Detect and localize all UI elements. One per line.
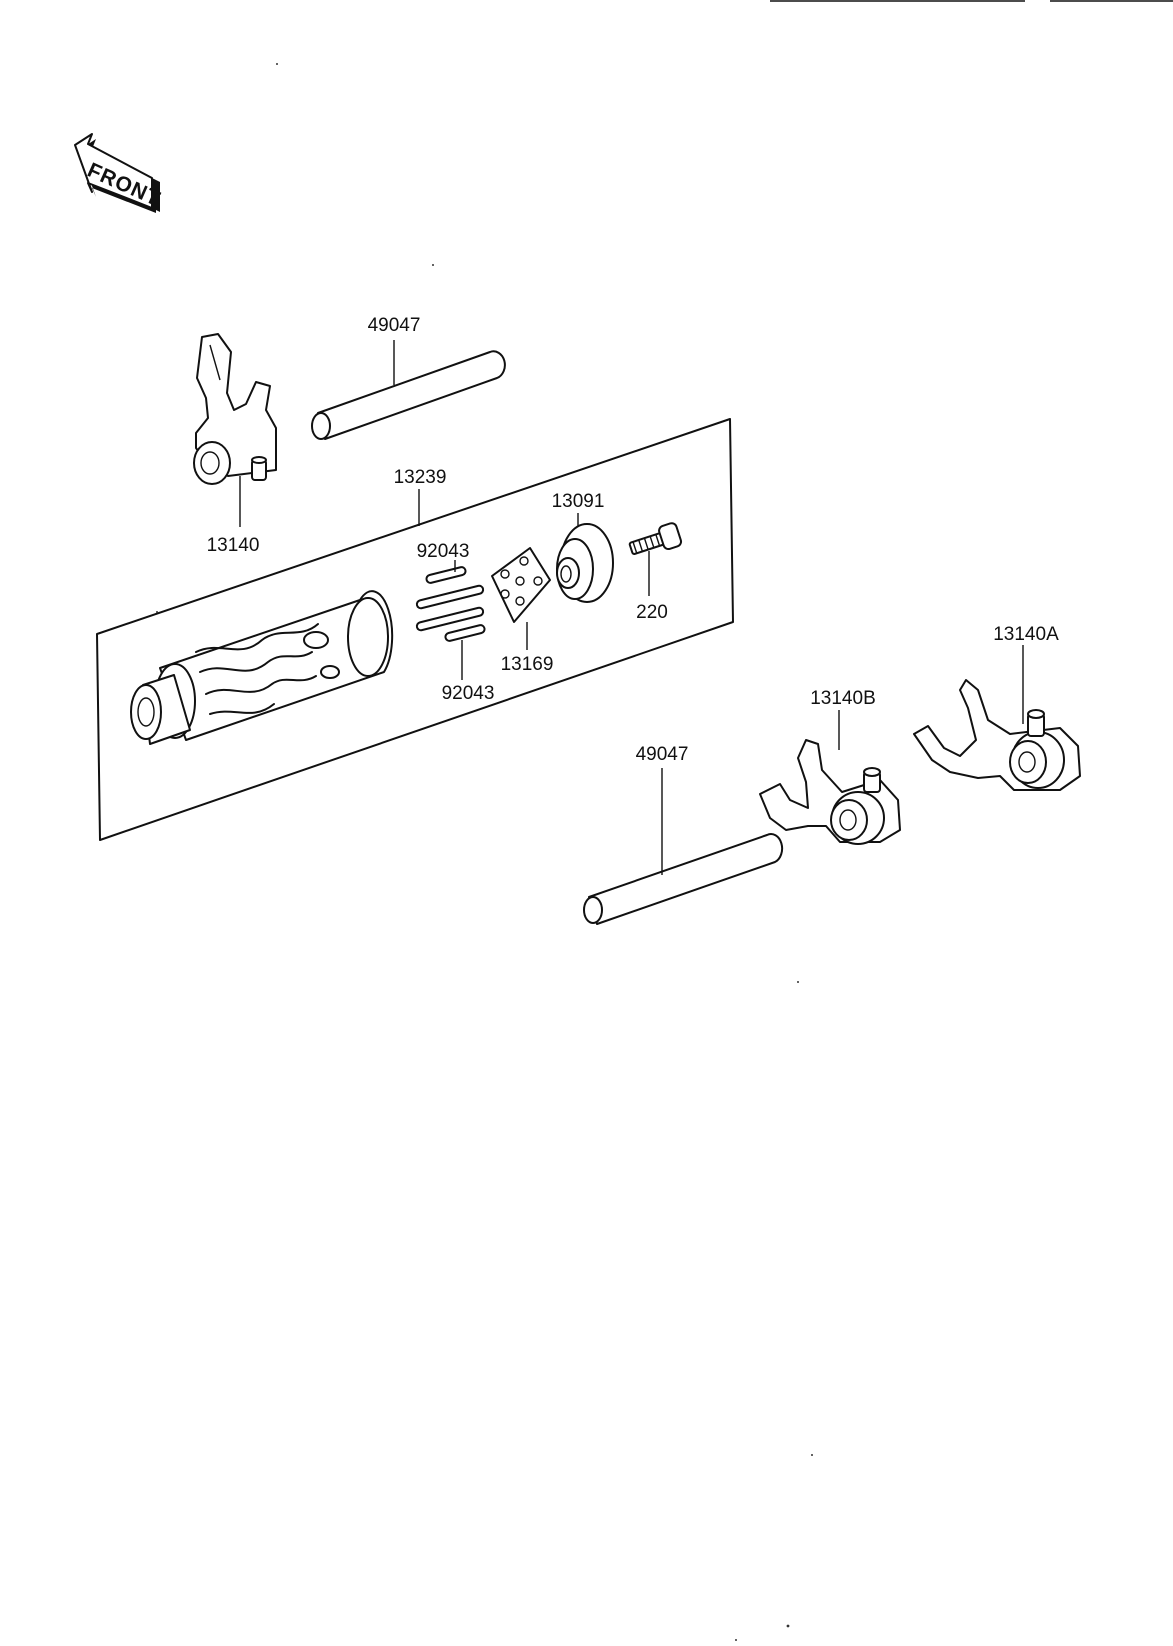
label-pins-lower: 92043 xyxy=(442,683,495,704)
bolt-220 xyxy=(628,522,683,555)
shift-fork-13140a xyxy=(913,679,1081,791)
pins-92043 xyxy=(415,566,486,642)
label-holder: 13091 xyxy=(552,491,605,512)
label-pin-plate: 13169 xyxy=(501,654,554,675)
label-shaft-lower: 49047 xyxy=(636,744,689,765)
label-drum-assembly: 13239 xyxy=(394,467,447,488)
front-arrow-icon: FRONT xyxy=(74,133,164,213)
label-fork-left: 13140 xyxy=(207,535,260,556)
shift-rod-lower xyxy=(583,833,784,925)
label-bolt: 220 xyxy=(636,602,668,623)
shift-drum xyxy=(130,590,394,745)
label-pins-upper: 92043 xyxy=(417,541,470,562)
drum-assembly-outline xyxy=(96,418,734,841)
scan-specks xyxy=(156,63,813,1641)
label-shaft-upper: 49047 xyxy=(368,315,421,336)
part-number-labels: 49047 13140 13239 13091 92043 92043 1316… xyxy=(207,315,1059,765)
shift-rod-upper xyxy=(311,350,506,440)
pin-plate-13169 xyxy=(491,547,551,623)
label-fork-13140b: 13140B xyxy=(810,688,876,709)
label-fork-13140a: 13140A xyxy=(993,624,1059,645)
shift-fork-left xyxy=(193,333,277,485)
holder-13091 xyxy=(556,523,614,603)
shift-fork-13140b xyxy=(759,739,901,845)
leader-lines xyxy=(239,340,1024,875)
